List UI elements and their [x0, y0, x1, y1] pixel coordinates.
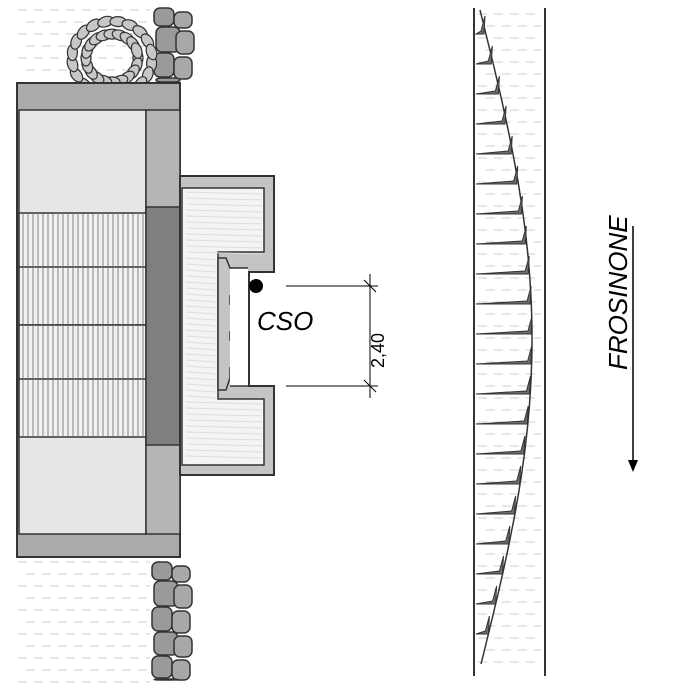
stone-wall-top: [153, 7, 195, 83]
distance-label: 2,40: [368, 333, 388, 368]
platform-inner: [181, 187, 265, 466]
dimension-line: [286, 274, 378, 398]
room-hatching: [18, 212, 147, 438]
track-spikes: [474, 9, 533, 665]
arrow-down-icon: [628, 226, 638, 472]
platform-texture: [185, 191, 263, 459]
railway-track: [473, 8, 546, 676]
ground-texture-right: [478, 13, 541, 663]
point-icon: [249, 279, 263, 293]
direction-label: FROSINONE: [603, 215, 633, 370]
platform-bay: [230, 268, 248, 386]
stone-wall-bottom: [151, 561, 193, 681]
station-code-label: CSO: [257, 306, 313, 336]
platform-bay-edges: [230, 267, 248, 387]
station-building: [16, 82, 191, 558]
platform-structure: [179, 175, 275, 476]
